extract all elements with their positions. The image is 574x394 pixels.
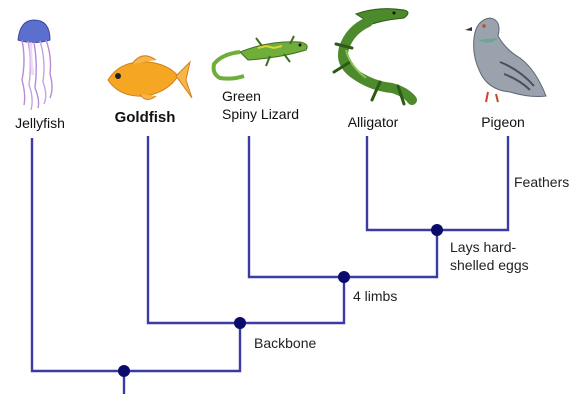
trait-label-eggs: Lays hard- shelled eggs [450,239,529,273]
trait-label-limbs: 4 limbs [353,288,397,304]
node-root [118,365,130,377]
pigeon-image [465,18,546,102]
taxon-label-lizard: Green Spiny Lizard [222,88,299,122]
branch-goldfish [148,136,344,323]
branch-jellyfish [32,138,240,371]
taxon-label-jellyfish: Jellyfish [15,115,65,131]
node-limbs [338,271,350,283]
taxon-label-goldfish: Goldfish [115,109,176,126]
taxon-label-alligator: Alligator [348,114,399,130]
lizard-image [214,36,308,79]
branch-lizard [249,136,437,277]
jellyfish-image [18,20,52,110]
taxon-label-pigeon: Pigeon [481,114,525,130]
branch-alligator-pigeon [367,136,508,230]
branches [32,136,508,394]
alligator-image [334,9,412,104]
goldfish-image [108,56,192,100]
trait-label-feathers: Feathers [514,174,569,190]
node-eggs [431,224,443,236]
node-backbone [234,317,246,329]
trait-label-backbone: Backbone [254,335,316,351]
